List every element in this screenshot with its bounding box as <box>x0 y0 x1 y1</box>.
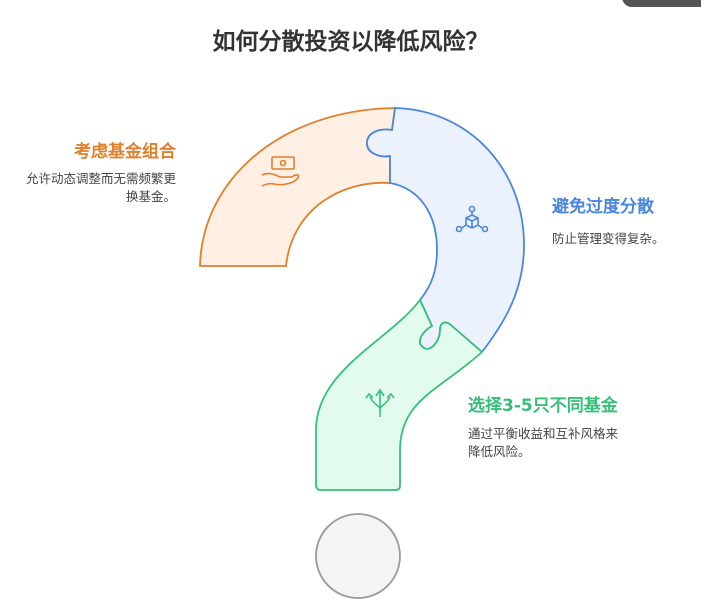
heading-fund-portfolio: 考虑基金组合 <box>74 142 176 162</box>
toolbar[interactable] <box>622 0 701 7</box>
heading-avoid-overdiversify: 避免过度分散 <box>552 197 654 217</box>
segment-avoid-overdiversify[interactable] <box>366 107 525 354</box>
desc-choose-funds: 通过平衡收益和互补风格来 降低风险。 <box>468 426 619 459</box>
desc-avoid-overdiversify: 防止管理变得复杂。 <box>552 231 665 246</box>
split-arrows-icon <box>365 388 395 417</box>
page-title: 如何分散投资以降低风险？ <box>212 29 489 55</box>
heading-choose-funds: 选择3-5只不同基金 <box>468 396 618 416</box>
money-hand-icon <box>261 156 300 187</box>
segment-fund-portfolio[interactable] <box>199 107 397 267</box>
question-dot <box>315 513 401 599</box>
desc-fund-portfolio: 允许动态调整而无需频繁更 换基金。 <box>25 171 176 204</box>
segment-choose-funds[interactable] <box>315 298 484 491</box>
network-cube-icon <box>455 205 489 233</box>
